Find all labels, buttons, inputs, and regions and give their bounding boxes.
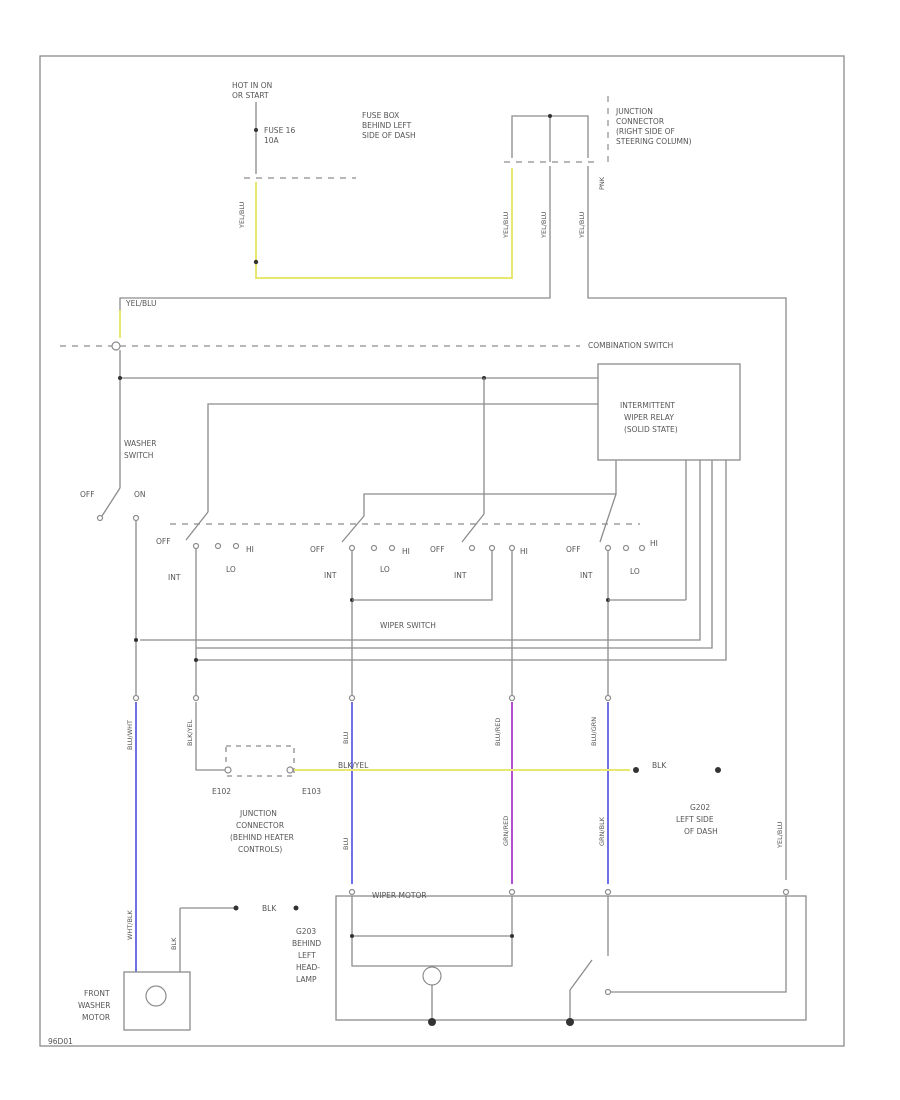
wire-label-yel-blu-jc2: YEL/BLU bbox=[540, 211, 548, 239]
sw2-off: OFF bbox=[310, 545, 325, 554]
sw4-lo: LO bbox=[630, 567, 640, 576]
fuse-label-2: 10A bbox=[264, 136, 280, 145]
sw2-hi: HI bbox=[402, 547, 410, 556]
fuse-label-1: FUSE 16 bbox=[264, 126, 295, 135]
jc-label-4: STEERING COLUMN) bbox=[616, 137, 692, 146]
wire-label-blu-lower: BLU bbox=[342, 837, 350, 850]
wire-label-pnk: PNK bbox=[598, 176, 606, 190]
sw1-off: OFF bbox=[156, 537, 171, 546]
diagram-border bbox=[39, 55, 845, 1047]
wire-label-blk-yel-h: BLK/YEL bbox=[338, 761, 369, 770]
g203-label-3: LEFT bbox=[298, 951, 316, 960]
wire-label-blu: BLU bbox=[342, 731, 350, 744]
relay-label-2: WIPER RELAY bbox=[624, 413, 674, 422]
g202-label-3: OF DASH bbox=[684, 827, 718, 836]
wire-label-yel-blu-main: YEL/BLU bbox=[125, 299, 156, 308]
sw2-int: INT bbox=[324, 571, 337, 580]
washer-switch-label-1: WASHER bbox=[124, 439, 157, 448]
fusebox-label-1: FUSE BOX bbox=[362, 111, 399, 120]
wire-label-blu-red: BLU/RED bbox=[494, 718, 502, 746]
jc2-label-3: (BEHIND HEATER bbox=[230, 833, 294, 842]
g203-label-5: LAMP bbox=[296, 975, 317, 984]
g203-label-1: G203 bbox=[296, 927, 316, 936]
fwm-label-3: MOTOR bbox=[82, 1013, 110, 1022]
sw3-int: INT bbox=[454, 571, 467, 580]
wire-label-blu-wht: BLU/WHT bbox=[126, 720, 134, 750]
figure-id: 96D01 bbox=[48, 1037, 73, 1046]
wire-label-yel-blu-jc1: YEL/BLU bbox=[502, 211, 510, 239]
jc2-label-2: CONNECTOR bbox=[236, 821, 284, 830]
sw1-int: INT bbox=[168, 573, 181, 582]
wire-label-yel-blu-right: YEL/BLU bbox=[776, 821, 784, 849]
g202-label-1: G202 bbox=[690, 803, 710, 812]
fwm-label-1: FRONT bbox=[84, 989, 110, 998]
wire-label-grn-red: GRN/RED bbox=[502, 816, 510, 846]
jc-label-3: (RIGHT SIDE OF bbox=[616, 127, 675, 136]
sw2-lo: LO bbox=[380, 565, 390, 574]
jc2-label-4: CONTROLS) bbox=[238, 845, 282, 854]
relay-label-1: INTERMITTENT bbox=[620, 401, 675, 410]
wiper-switch-label: WIPER SWITCH bbox=[380, 621, 436, 630]
washer-on-label: ON bbox=[134, 490, 146, 499]
wire-label-blk-fwm: BLK bbox=[170, 937, 178, 950]
wire-label-yel-blu-jc3: YEL/BLU bbox=[578, 211, 586, 239]
wire-label-blu-grn: BLU/GRN bbox=[590, 717, 598, 746]
sw3-hi: HI bbox=[520, 547, 528, 556]
combination-switch-label: COMBINATION SWITCH bbox=[588, 341, 673, 350]
sw4-hi: HI bbox=[650, 539, 658, 548]
hot-label-2: OR START bbox=[232, 91, 269, 100]
g202-label-2: LEFT SIDE bbox=[676, 815, 714, 824]
intermittent-wiper-relay bbox=[597, 363, 741, 461]
jc-label-2: CONNECTOR bbox=[616, 117, 664, 126]
washer-switch-label-2: SWITCH bbox=[124, 451, 153, 460]
wire-label-blk-h: BLK bbox=[652, 761, 667, 770]
fusebox-label-3: SIDE OF DASH bbox=[362, 131, 416, 140]
wire-label-wht-blk: WHT/BLK bbox=[126, 909, 134, 940]
wiper-motor bbox=[335, 895, 807, 1021]
relay-label-3: (SOLID STATE) bbox=[624, 425, 678, 434]
sw4-int: INT bbox=[580, 571, 593, 580]
fusebox-label-2: BEHIND LEFT bbox=[362, 121, 412, 130]
g203-label-4: HEAD- bbox=[296, 963, 320, 972]
g203-label-2: BEHIND bbox=[292, 939, 321, 948]
wire-label-yel-blu-left: YEL/BLU bbox=[238, 201, 246, 229]
sw3-off: OFF bbox=[430, 545, 445, 554]
junction-connector-e102-e103 bbox=[225, 745, 295, 777]
front-washer-motor bbox=[123, 971, 191, 1031]
wire-label-grn-blk: GRN/BLK bbox=[598, 816, 606, 846]
conn-e103-label: E103 bbox=[302, 787, 321, 796]
washer-off-label: OFF bbox=[80, 490, 95, 499]
wiper-motor-label: WIPER MOTOR bbox=[372, 891, 427, 900]
jc2-label-1: JUNCTION bbox=[239, 809, 277, 818]
sw1-lo: LO bbox=[226, 565, 236, 574]
fwm-label-2: WASHER bbox=[78, 1001, 111, 1010]
sw4-off: OFF bbox=[566, 545, 581, 554]
sw1-hi: HI bbox=[246, 545, 254, 554]
conn-e102-label: E102 bbox=[212, 787, 231, 796]
hot-label-1: HOT IN ON bbox=[232, 81, 272, 90]
jc-label-1: JUNCTION bbox=[615, 107, 653, 116]
wire-label-blk-g203: BLK bbox=[262, 904, 277, 913]
wire-label-blk-yel: BLK/YEL bbox=[186, 719, 194, 746]
